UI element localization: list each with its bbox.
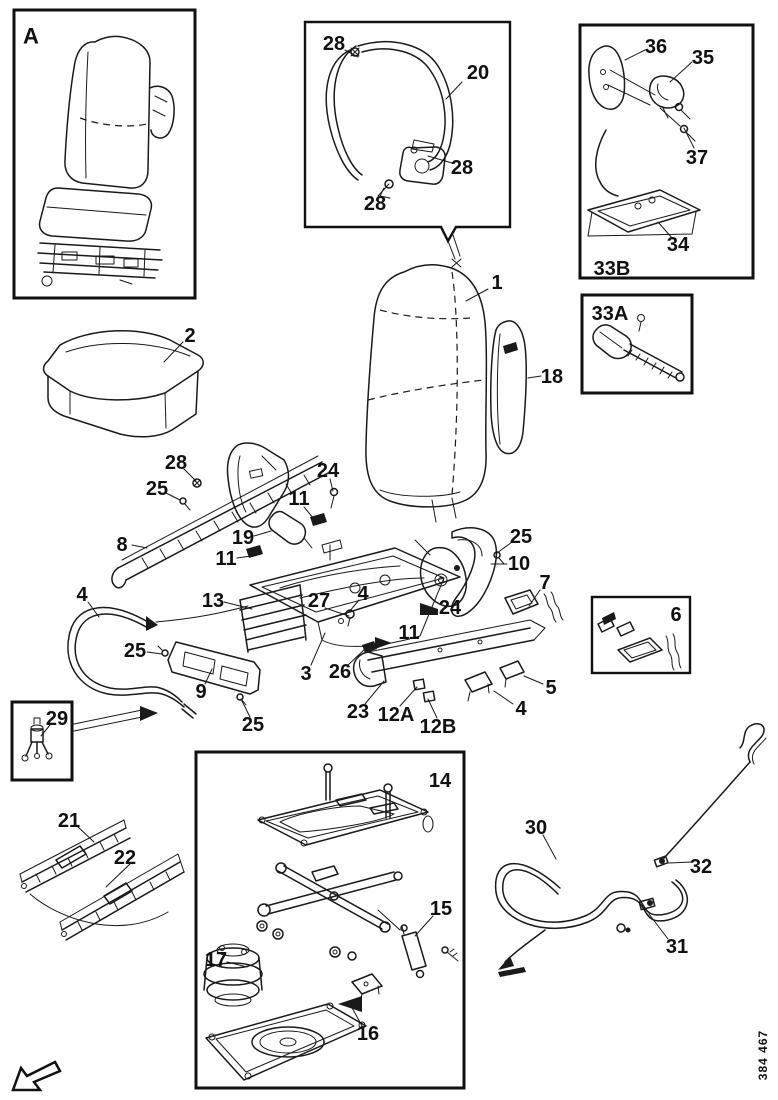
part-label-4: 4 (357, 583, 369, 605)
part-label-3: 3 (300, 663, 311, 685)
part-label-14: 14 (429, 770, 452, 792)
part-rails-21-22 (19, 819, 185, 941)
part-label-9: 9 (195, 681, 206, 703)
part-label-28: 28 (451, 157, 473, 179)
part-label-28: 28 (364, 193, 386, 215)
part-label-33A: 33A (592, 303, 629, 325)
part-label-25: 25 (242, 714, 264, 736)
part-right-assembly (352, 527, 692, 703)
part-label-32: 32 (690, 856, 712, 878)
part-label-26: 26 (329, 661, 351, 683)
part-label-12A: 12A (378, 704, 415, 726)
part-label-10: 10 (508, 553, 530, 575)
part-label-8: 8 (116, 534, 127, 556)
inset-box-seatbelt (303, 20, 512, 268)
part-rail8-group (111, 442, 339, 589)
part-label-24: 24 (317, 460, 340, 482)
part-cable4 (67, 605, 249, 719)
part-label-4: 4 (515, 698, 527, 720)
inset-box-33a (580, 293, 694, 395)
part-label-2: 2 (184, 325, 195, 347)
part-label-11: 11 (215, 548, 236, 570)
part-label-25: 25 (124, 640, 146, 662)
part-cables-30-32 (494, 723, 767, 977)
part-label-5: 5 (545, 677, 556, 699)
part-panel9 (157, 641, 261, 706)
inset-box-29 (10, 700, 158, 782)
part-label-36: 36 (645, 36, 667, 58)
part-base-frame (239, 539, 461, 653)
inset-box-a (12, 8, 197, 300)
direction-arrow (11, 1060, 62, 1092)
part-label-7: 7 (539, 572, 550, 594)
part-label-11: 11 (398, 622, 419, 644)
part-label-17: 17 (205, 949, 227, 971)
part-label-37: 37 (686, 147, 708, 169)
part-label-29: 29 (46, 708, 68, 730)
part-label-A: A (23, 24, 39, 49)
part-cushion (42, 329, 204, 438)
part-label-33B: 33B (594, 258, 631, 280)
part-label-20: 20 (467, 62, 489, 84)
drawing-number: 384 467 (756, 1029, 770, 1081)
part-label-12B: 12B (420, 716, 457, 738)
part-label-25: 25 (146, 478, 168, 500)
part-backrest (365, 264, 527, 523)
inset-box-33b (578, 23, 755, 280)
part-label-21: 21 (58, 810, 80, 832)
part-label-13: 13 (202, 590, 224, 612)
part-label-27: 27 (308, 590, 330, 612)
part-label-25: 25 (510, 526, 532, 548)
part-label-6: 6 (670, 604, 681, 626)
part-label-15: 15 (430, 898, 452, 920)
part-label-16: 16 (357, 1023, 379, 1045)
part-label-18: 18 (541, 366, 563, 388)
part-label-19: 19 (232, 527, 254, 549)
part-label-28: 28 (165, 452, 187, 474)
part-label-4: 4 (76, 584, 88, 606)
inset-box-14 (194, 750, 466, 1090)
part-label-22: 22 (114, 847, 136, 869)
part-label-23: 23 (347, 701, 369, 723)
part-label-1: 1 (491, 272, 502, 294)
part-label-28: 28 (323, 33, 345, 55)
part-label-11: 11 (288, 488, 309, 510)
part-label-34: 34 (667, 234, 690, 256)
part-label-35: 35 (692, 47, 714, 69)
part-label-30: 30 (525, 817, 547, 839)
part-label-31: 31 (666, 936, 688, 958)
leader-lines (40, 49, 695, 1027)
part-label-24: 24 (439, 597, 462, 619)
